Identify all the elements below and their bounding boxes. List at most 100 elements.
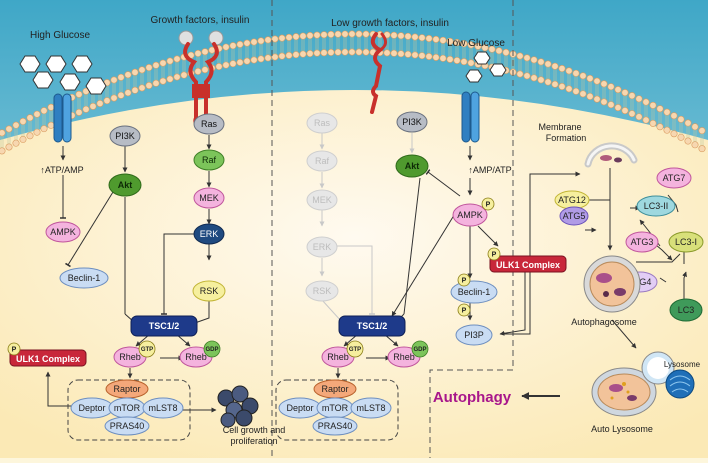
atg12-node: ATG12: [554, 190, 590, 210]
lc3-node: LC3: [669, 298, 703, 322]
membrane-tail: [357, 37, 361, 50]
gtp-badge-middle: GTP: [346, 340, 364, 358]
pi3k-node-middle: PI3K: [396, 111, 428, 133]
membrane-head-outer: [285, 33, 293, 41]
membrane-tail: [637, 101, 641, 114]
membrane-head-outer: [19, 117, 27, 125]
membrane-head-inner: [544, 78, 552, 86]
svg-text:GTP: GTP: [141, 347, 153, 353]
membrane-head-outer: [271, 35, 279, 43]
membrane-tail: [133, 75, 137, 88]
membrane-head-outer: [460, 40, 468, 48]
membrane-tail: [581, 78, 585, 91]
svg-text:Raptor: Raptor: [113, 384, 140, 394]
membrane-head-outer: [593, 77, 601, 85]
membrane-tail: [518, 58, 522, 71]
membrane-head-inner: [138, 84, 146, 92]
panel-divider-corner: [429, 369, 513, 458]
membrane-head-inner: [313, 49, 321, 57]
amp-atp-label: ↑AMP/ATP: [468, 165, 511, 175]
membrane-head-outer: [306, 32, 314, 40]
membrane-tail: [84, 94, 88, 107]
membrane-head-outer: [446, 37, 454, 45]
autophagosome-vesicle: [583, 255, 641, 313]
cell-cluster-icon: [217, 385, 259, 428]
membrane-head-inner: [117, 91, 125, 99]
membrane-head-outer: [432, 35, 440, 43]
membrane-head-inner: [47, 121, 55, 129]
membrane-head-inner: [194, 67, 202, 75]
membrane-head-outer: [411, 33, 419, 41]
atp-amp-label: ↑ATP/AMP: [40, 165, 83, 175]
glucose-molecules-low: [465, 51, 507, 83]
akt-node-left: Akt: [108, 173, 142, 197]
membrane-head-inner: [467, 59, 475, 67]
membrane-head-outer: [355, 30, 363, 38]
membrane-head-inner: [607, 101, 615, 109]
glucose-hexagon-icon: [59, 73, 81, 91]
glucose-molecules-high: [19, 55, 107, 95]
svg-text:ERK: ERK: [313, 242, 332, 252]
membrane-head-inner: [656, 123, 664, 131]
glucose-hexagon-icon: [473, 51, 491, 65]
svg-text:AMPK: AMPK: [457, 210, 483, 220]
membrane-head-outer: [243, 39, 251, 47]
membrane-head-outer: [334, 30, 342, 38]
membrane-tail: [49, 110, 53, 123]
membrane-head-outer: [621, 89, 629, 97]
deptor-node-middle: Deptor: [278, 397, 322, 419]
membrane-head-outer: [586, 74, 594, 82]
membrane-tail: [511, 57, 515, 70]
membrane-head-outer: [194, 49, 202, 57]
membrane-head-outer: [544, 60, 552, 68]
growth-factors-label: Growth factors, insulin: [151, 15, 250, 26]
membrane-head-outer: [579, 72, 587, 80]
membrane-head-inner: [166, 75, 174, 83]
membrane-head-inner: [614, 104, 622, 112]
membrane-head-outer: [628, 92, 636, 100]
membrane-head-outer: [453, 38, 461, 46]
membrane-head-outer: [397, 32, 405, 40]
membrane-tail: [644, 105, 648, 118]
rsk-node-middle: RSK: [305, 280, 339, 302]
membrane-head-outer: [159, 59, 167, 67]
membrane-tail: [448, 44, 452, 57]
svg-text:P: P: [492, 251, 497, 258]
membrane-head-inner: [355, 48, 363, 56]
membrane-tail: [679, 122, 683, 135]
membrane-head-inner: [348, 48, 356, 56]
glucose-transporter-left: [53, 93, 72, 143]
svg-text:MEK: MEK: [312, 195, 332, 205]
ras-node-left: Ras: [193, 113, 225, 135]
membrane-tail: [329, 37, 333, 50]
svg-text:ULK1 Complex: ULK1 Complex: [16, 354, 80, 364]
membrane-head-outer: [222, 43, 230, 51]
membrane-tail: [112, 82, 116, 95]
erk-node-left: ERK: [193, 223, 225, 245]
membrane-tail: [238, 47, 242, 60]
mek-node-middle: MEK: [306, 189, 338, 211]
lysosome-vesicle: [665, 369, 695, 399]
gdp-badge-middle: GDP: [411, 340, 429, 358]
raptor-node-left: Raptor: [105, 379, 149, 399]
rheb-gtp-node-middle: Rheb: [321, 346, 355, 368]
membrane-tail: [560, 71, 564, 84]
membrane-tail: [119, 80, 123, 93]
membrane-head-inner: [432, 53, 440, 61]
svg-text:PI3K: PI3K: [115, 131, 135, 141]
membrane-head-inner: [19, 135, 27, 143]
membrane-tail: [7, 131, 11, 144]
membrane-head-outer: [257, 37, 265, 45]
membrane-head-inner: [558, 83, 566, 91]
membrane-tail: [462, 46, 466, 59]
membrane-head-outer: [530, 56, 538, 64]
membrane-tail: [490, 52, 494, 65]
membrane-head-outer: [656, 105, 664, 113]
membrane-tail: [154, 68, 158, 81]
membrane-tail: [14, 128, 18, 141]
membrane-tail: [399, 38, 403, 51]
membrane-tail: [273, 41, 277, 54]
membrane-head-outer: [439, 36, 447, 44]
membrane-tail: [539, 64, 543, 77]
membrane-head-inner: [250, 56, 258, 64]
